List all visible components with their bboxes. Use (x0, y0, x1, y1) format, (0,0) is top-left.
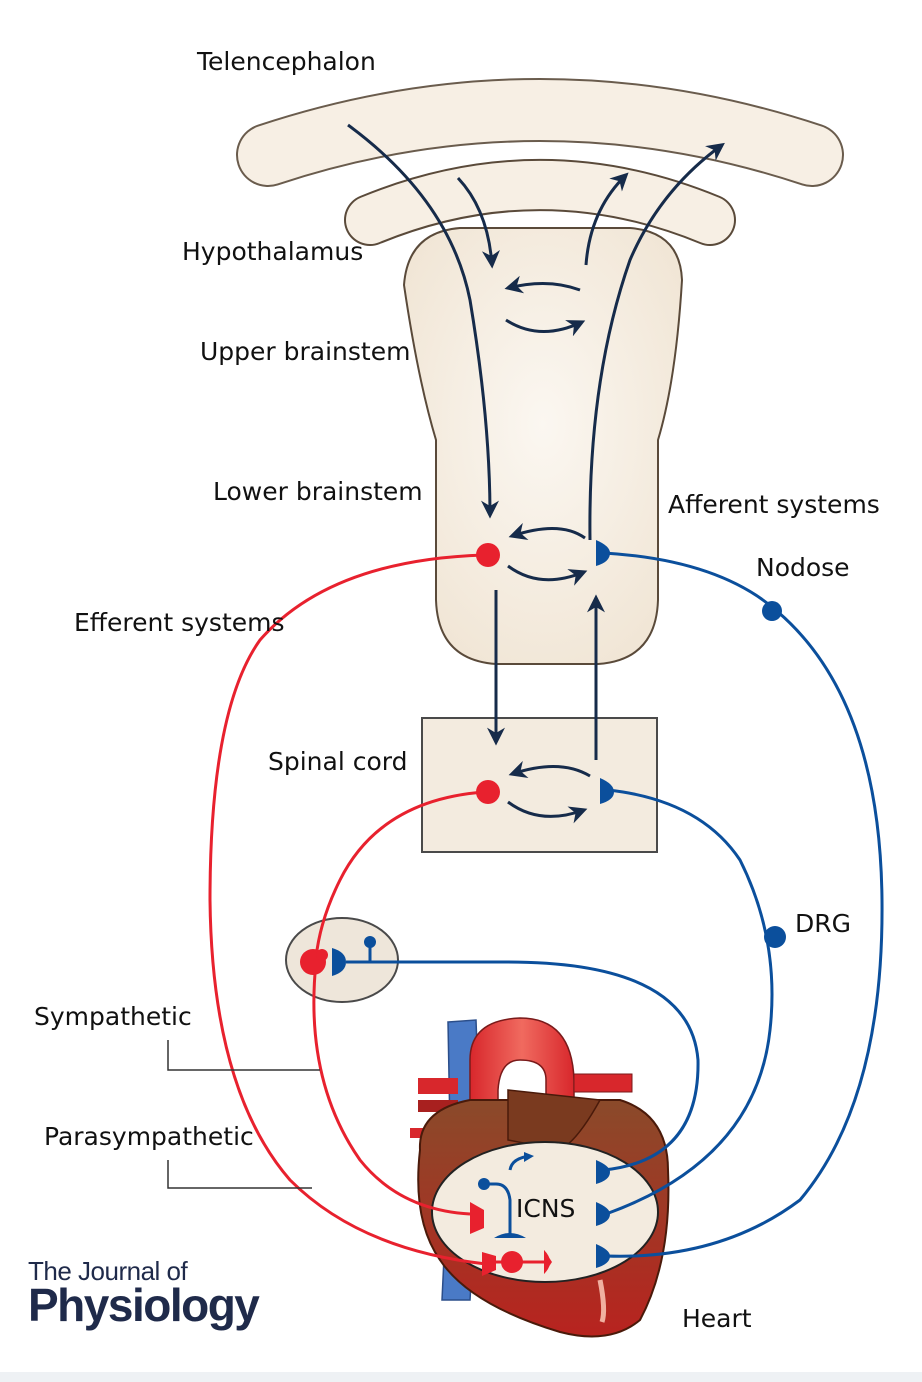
brainstem-shape (402, 227, 684, 665)
label-drg: DRG (795, 909, 851, 938)
afferent-fibers (346, 551, 884, 1258)
efferent-fibers (208, 553, 546, 1266)
pathway-arrows (347, 123, 725, 824)
efferent-neurons (300, 543, 552, 1276)
leader-lines (167, 1040, 320, 1189)
label-spinal-cord: Spinal cord (268, 747, 408, 776)
logo-line1: The Journal of (28, 1256, 188, 1286)
journal-logo: The Journal of Physiology (28, 1256, 260, 1331)
label-heart: Heart (682, 1304, 752, 1333)
telencephalon-shape (236, 78, 844, 187)
label-sympathetic: Sympathetic (34, 1002, 192, 1031)
label-lower-brainstem: Lower brainstem (213, 477, 423, 506)
label-icns: ICNS (516, 1194, 575, 1223)
label-efferent-systems: Efferent systems (74, 608, 285, 637)
label-telencephalon: Telencephalon (196, 47, 376, 76)
spinal-cord-box (421, 717, 658, 853)
label-hypothalamus: Hypothalamus (182, 237, 363, 266)
bottom-bar (0, 1372, 922, 1382)
hypothalamus-shape (344, 159, 736, 246)
label-nodose: Nodose (756, 553, 850, 582)
logo-line2: Physiology (28, 1279, 260, 1331)
label-upper-brainstem: Upper brainstem (200, 337, 410, 366)
label-afferent-systems: Afferent systems (668, 490, 880, 519)
afferent-neurons (332, 540, 786, 1268)
label-parasympathetic: Parasympathetic (44, 1122, 254, 1151)
